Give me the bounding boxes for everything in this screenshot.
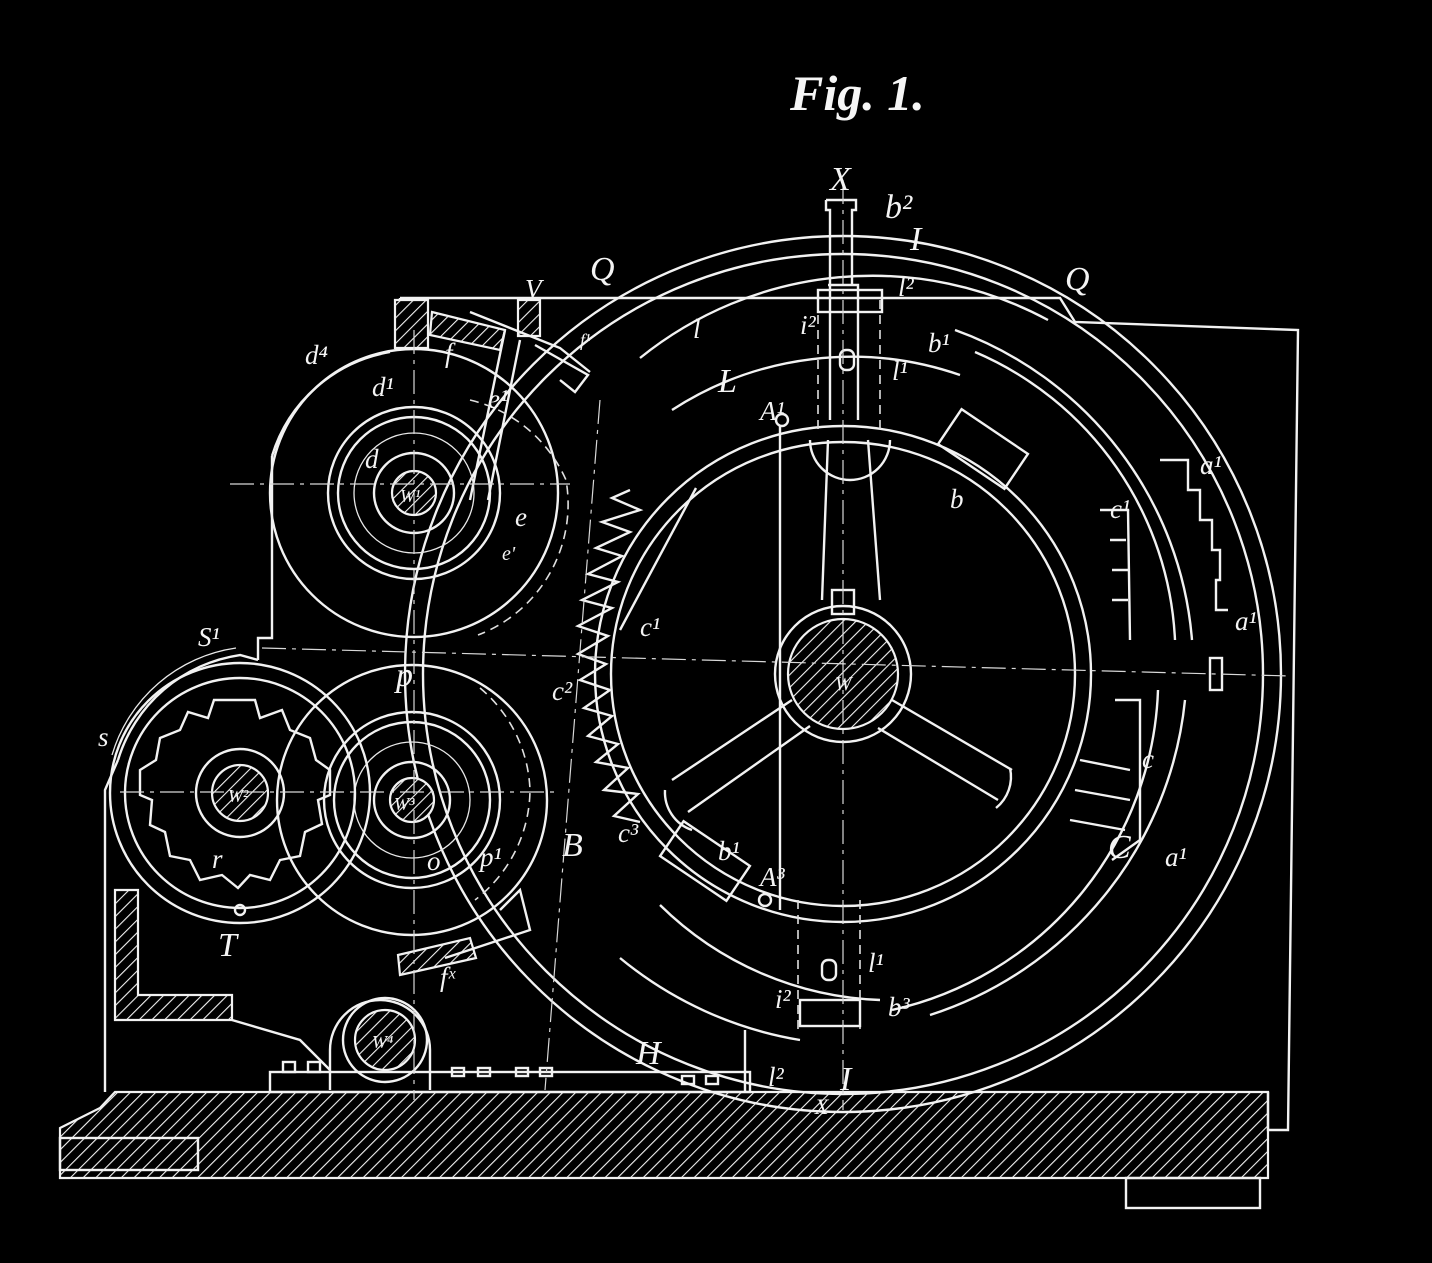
- label-b-mid: b: [950, 484, 964, 514]
- label-p: p: [394, 657, 413, 694]
- label-l1-lower: l¹: [868, 948, 884, 978]
- label-V: V: [525, 274, 545, 304]
- label-I-bottom: I: [839, 1061, 853, 1098]
- label-B: B: [562, 827, 583, 864]
- label-L: L: [717, 363, 737, 400]
- label-a1-upper: a¹: [1200, 450, 1222, 480]
- label-b2: b²: [885, 189, 913, 226]
- base-plate: [58, 1060, 1270, 1210]
- label-l-small: l: [693, 314, 701, 344]
- label-b1-lower: b¹: [718, 836, 740, 866]
- machine-frame: [103, 296, 1300, 1132]
- label-Q-right: Q: [1065, 261, 1090, 298]
- label-f1: f¹: [580, 330, 590, 350]
- label-d1: d¹: [372, 372, 394, 402]
- label-p1: p¹: [478, 842, 502, 872]
- label-e: e: [515, 502, 527, 532]
- label-W1: W¹: [400, 486, 420, 506]
- label-i2-top: i²: [800, 310, 817, 340]
- label-a1-mid: a¹: [1235, 606, 1257, 636]
- label-c1-teeth: c¹: [640, 612, 660, 642]
- middle-gear-p: [275, 663, 549, 937]
- label-C-right: C: [1108, 829, 1131, 866]
- label-r: r: [212, 844, 223, 874]
- label-e-prime: e': [502, 543, 516, 565]
- label-f: f: [445, 338, 456, 368]
- left-gear-r: [108, 647, 372, 925]
- label-c2-teeth: c²: [552, 676, 573, 706]
- label-a1-lower: a¹: [1165, 842, 1187, 872]
- label-e1: e¹: [488, 384, 508, 414]
- label-c-right: c: [1142, 744, 1154, 774]
- label-b1-top: b¹: [928, 328, 950, 358]
- label-A1: A¹: [758, 396, 785, 426]
- label-s: s: [98, 722, 109, 752]
- label-d: d: [365, 444, 379, 474]
- label-S1: S¹: [198, 622, 220, 652]
- label-fx: fˣ: [440, 962, 457, 992]
- label-Q-left: Q: [590, 251, 615, 288]
- lower-bearing: [328, 996, 432, 1090]
- label-o: o: [427, 846, 441, 876]
- label-l2-lower: l²: [768, 1062, 785, 1092]
- label-i2-lower: i²: [775, 984, 792, 1014]
- label-c3-teeth: c³: [618, 818, 639, 848]
- center-lines: [120, 180, 1291, 1110]
- label-W3: W³: [394, 794, 415, 814]
- label-W2: W²: [228, 786, 249, 806]
- label-T: T: [218, 927, 239, 964]
- label-H: H: [635, 1035, 663, 1072]
- label-I-top: I: [909, 221, 923, 258]
- label-l1-top: l¹: [892, 356, 908, 386]
- label-c1-right: c¹: [1110, 494, 1130, 524]
- label-l2-top: l²: [898, 272, 915, 302]
- label-X-bottom: X: [814, 1094, 830, 1119]
- label-W-main: W: [835, 673, 854, 695]
- label-b3: b³: [888, 992, 911, 1022]
- figure-labels: Fig. 1. X X Q Q V b² I l² i² l¹ b¹ l L A…: [98, 65, 1257, 1119]
- label-X-top: X: [828, 161, 852, 198]
- label-A3: A³: [758, 862, 785, 892]
- label-W4: W⁴: [372, 1032, 393, 1052]
- figure-title: Fig. 1.: [789, 65, 925, 121]
- label-d4: d⁴: [305, 340, 328, 370]
